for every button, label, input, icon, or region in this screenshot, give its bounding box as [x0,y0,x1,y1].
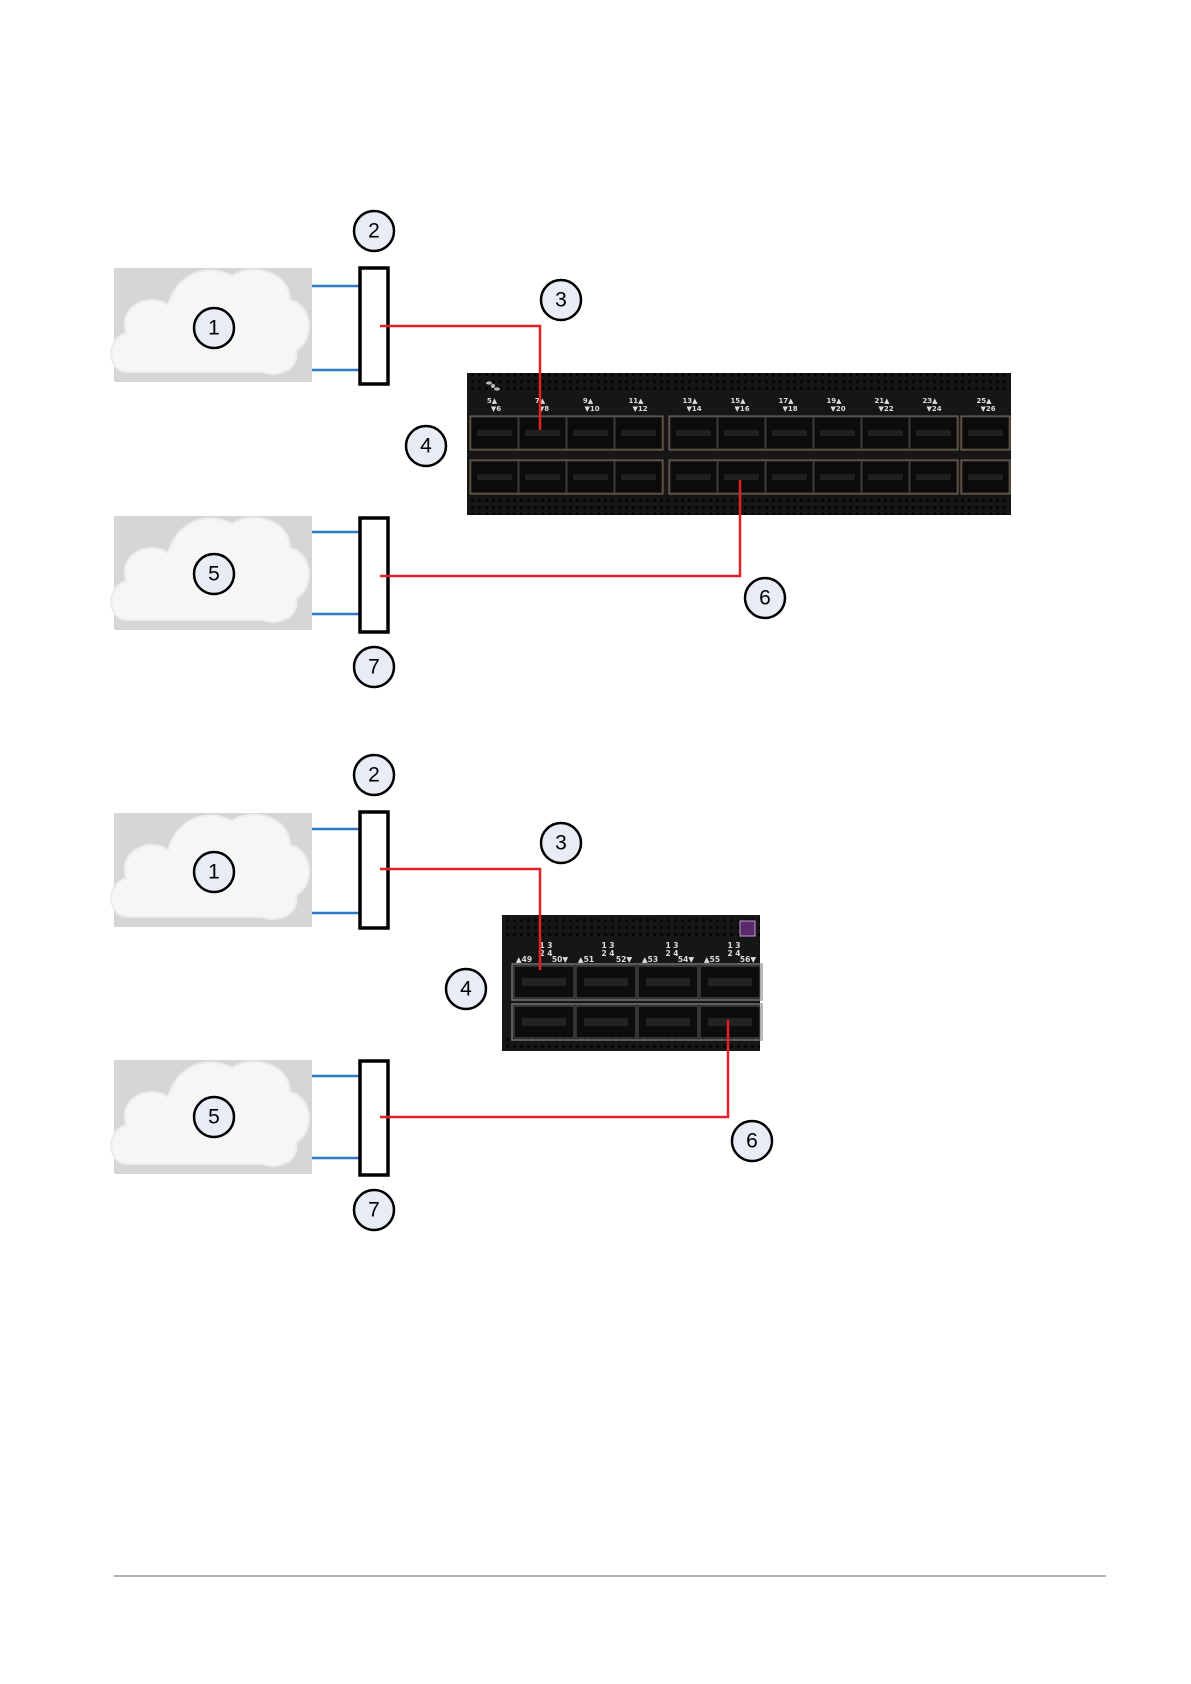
port-label-bottom: ▼24 [926,405,941,413]
callout-1: 1 [194,308,234,348]
port-label-bottom: ▼18 [782,405,797,413]
port-label-top: 17▲ [778,397,794,405]
qsfp-port-slot [708,978,752,986]
port-label-bottom: ▼20 [830,405,845,413]
qsfp-port-slot [522,1018,566,1026]
sfp-port-slot [772,474,807,480]
sfp-port-slot [868,474,903,480]
port-label-bottom: ▼16 [734,405,749,413]
sfp-port-slot [676,430,711,436]
port-label-top: 23▲ [922,397,938,405]
callout-2: 2 [354,211,394,251]
sfp-port-slot [525,430,560,436]
uplink-port-label: ▲51 [578,955,594,964]
sfp-port-slot [621,474,656,480]
sfp-port-slot [676,474,711,480]
qsfp-port-slot [584,1018,628,1026]
uplink-port-label: ▲53 [642,955,658,964]
uplink-port-label: 54▼ [678,955,694,964]
port-label-top: 15▲ [730,397,746,405]
port-label-bottom: ▼12 [632,405,647,413]
port-label-top: 19▲ [826,397,842,405]
callout-6: 6 [745,578,785,618]
sfp-port-slot [573,430,608,436]
svg-text:5: 5 [208,563,220,586]
callout-7: 7 [354,1190,394,1230]
callout-5: 5 [194,554,234,594]
sfp-port-slot [477,474,512,480]
uplink-port-label: 52▼ [616,955,632,964]
sfp-port-slot [621,430,656,436]
sfp-port-slot [820,474,855,480]
svg-text:1: 1 [208,861,220,884]
svg-text:2: 2 [368,764,380,787]
sfp-port-slot [968,430,1003,436]
port-label-top: 11▲ [628,397,644,405]
callout-7: 7 [354,647,394,687]
svg-text:6: 6 [746,1130,758,1153]
uplink-port-label: ▲55 [704,955,720,964]
sfp-port-slot [968,474,1003,480]
port-label-top: 13▲ [682,397,698,405]
sfp-port-slot [724,474,759,480]
sfp-port-slot [916,474,951,480]
callout-1: 1 [194,852,234,892]
callout-5: 5 [194,1097,234,1137]
port-label-bottom: ▼26 [980,405,995,413]
uplink-port-label: 50▼ [552,955,568,964]
callout-3: 3 [541,280,581,320]
qsfp-port-slot [708,1018,752,1026]
port-label-top: 25▲ [976,397,992,405]
sfp-port-slot [820,430,855,436]
callout-4: 4 [446,969,486,1009]
lane-label: 2 4 [665,949,678,958]
sfp-port-slot [916,430,951,436]
callout-4: 4 [406,426,446,466]
svg-text:4: 4 [420,435,432,458]
port-label-top: 21▲ [874,397,890,405]
sfp-port-slot [724,430,759,436]
port-label-top: 9▲ [583,397,594,405]
svg-text:7: 7 [368,656,380,679]
sfp-port-slot [573,474,608,480]
port-label-bottom: ▼22 [878,405,893,413]
sfp-port-slot [525,474,560,480]
port-label-bottom: ▼14 [686,405,701,413]
diagram-1: 5▲▼67▲▼89▲▼1011▲▼1213▲▼1415▲▼1617▲▼1819▲… [111,211,1011,687]
uplink-port-label: 56▼ [740,955,756,964]
lane-label: 2 4 [539,949,552,958]
svg-text:4: 4 [460,978,472,1001]
qsfp-port-slot [646,978,690,986]
svg-text:5: 5 [208,1106,220,1129]
qsfp-port-slot [584,978,628,986]
port-label-top: 5▲ [487,397,498,405]
certification-logo-icon [740,921,755,936]
port-label-bottom: ▼6 [491,405,501,413]
uplink-port-label: ▲49 [516,955,532,964]
svg-text:3: 3 [555,832,567,855]
port-label-bottom: ▼10 [584,405,599,413]
callout-6: 6 [732,1121,772,1161]
lane-label: 2 4 [727,949,740,958]
svg-text:2: 2 [368,220,380,243]
sfp-port-slot [772,430,807,436]
svg-text:7: 7 [368,1199,380,1222]
qsfp-port-slot [646,1018,690,1026]
callout-2: 2 [354,755,394,795]
callout-3: 3 [541,823,581,863]
qsfp-port-slot [522,978,566,986]
svg-text:6: 6 [759,587,771,610]
svg-text:3: 3 [555,289,567,312]
lane-label: 2 4 [601,949,614,958]
svg-text:1: 1 [208,317,220,340]
sfp-port-slot [868,430,903,436]
sfp-port-slot [477,430,512,436]
